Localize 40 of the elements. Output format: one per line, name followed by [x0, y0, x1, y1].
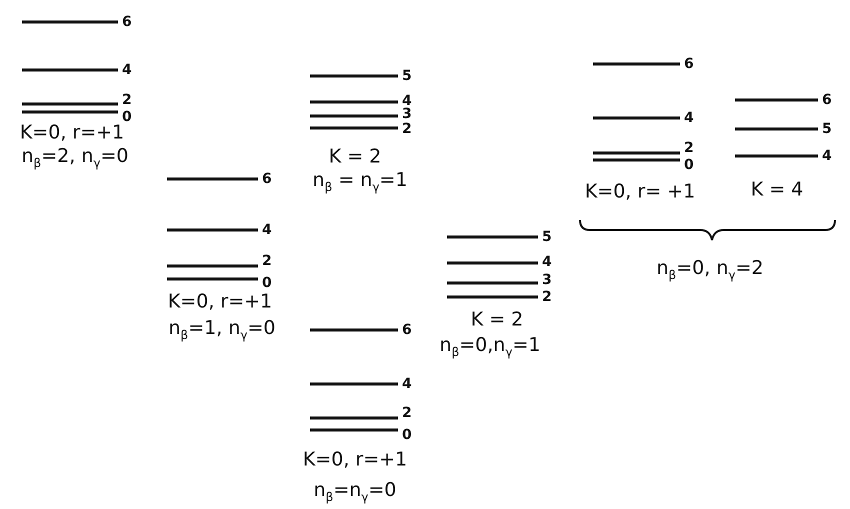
level-number: 2	[402, 122, 412, 136]
level-number: 6	[402, 323, 412, 337]
band-label: K=0, r=+1	[168, 292, 272, 312]
level-number: 4	[822, 149, 832, 163]
band-label: K=0, r= +1	[584, 182, 696, 202]
level-number: 0	[684, 158, 694, 172]
level-number: 0	[402, 428, 412, 442]
level-number: 4	[262, 223, 272, 237]
level-number: 5	[542, 230, 552, 244]
level-number: 0	[122, 110, 132, 124]
band-label: K=0, r=+1	[302, 450, 408, 470]
level-number: 5	[402, 69, 412, 83]
band-label: n$_{β}$ = n$_{γ}$=1	[312, 170, 408, 194]
level-number: 2	[122, 93, 132, 107]
level-number: 4	[402, 377, 412, 391]
level-number: 6	[122, 15, 132, 29]
band-label: K = 2	[328, 146, 382, 168]
level-number: 4	[684, 111, 694, 125]
level-number: 4	[542, 255, 552, 269]
level-number: 6	[822, 93, 832, 107]
band-label: n$_{β}$=0,n$_{γ}$=1	[440, 335, 540, 359]
level-number: 0	[262, 276, 272, 290]
level-number: 6	[262, 172, 272, 186]
band-label: n$_{β}$=2, n$_{γ}$=0	[22, 146, 128, 170]
band-label: K = 4	[750, 180, 804, 200]
band-label: n$_{β}$=n$_{γ}$=0	[314, 480, 396, 504]
level-number: 3	[402, 107, 412, 121]
band-label: K=0, r=+1	[20, 122, 124, 144]
level-number: 2	[684, 141, 694, 155]
level-number: 6	[684, 57, 694, 71]
band-label: n$_{β}$=1, n$_{γ}$=0	[168, 318, 276, 342]
level-number: 2	[262, 254, 272, 268]
level-number: 3	[542, 273, 552, 287]
level-number: 2	[402, 406, 412, 420]
level-number: 2	[542, 290, 552, 304]
band-label: K = 2	[470, 310, 524, 330]
band-label: n$_{β}$=0, n$_{γ}$=2	[656, 258, 764, 282]
level-number: 4	[122, 63, 132, 77]
level-number: 4	[402, 94, 412, 108]
level-number: 5	[822, 122, 832, 136]
